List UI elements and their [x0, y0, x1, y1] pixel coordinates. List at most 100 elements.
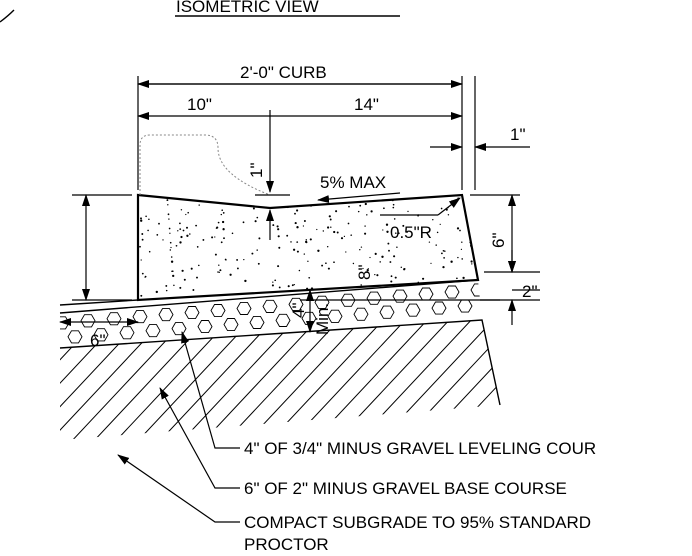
concrete-dot	[220, 213, 222, 216]
callout-leader-1	[181, 331, 240, 449]
hatch-line	[75, 320, 227, 440]
gravel-hexagon	[67, 330, 83, 344]
concrete-dot	[383, 207, 385, 210]
hatch-line	[604, 300, 692, 460]
concrete-dot	[244, 279, 247, 283]
concrete-dot	[257, 262, 260, 265]
concrete-dot	[444, 250, 446, 252]
concrete-dot	[364, 225, 366, 227]
gravel-hexagon	[275, 313, 291, 327]
concrete-dot	[182, 229, 185, 232]
concrete-dot	[374, 252, 377, 255]
concrete-dot	[186, 234, 189, 237]
dim-right-height: 6"	[489, 233, 508, 249]
concrete-dot	[186, 226, 188, 229]
concrete-dot	[240, 200, 243, 202]
concrete-curb	[136, 193, 480, 302]
concrete-dot	[272, 224, 275, 227]
concrete-dot	[309, 238, 312, 241]
concrete-dot	[271, 284, 274, 287]
concrete-dot	[173, 284, 175, 287]
concrete-dot	[322, 230, 324, 232]
dim-base-depth: 6"	[90, 331, 106, 350]
concrete-dot	[170, 246, 172, 249]
callout-leveling-course: 4" OF 3/4" MINUS GRAVEL LEVELING COUR	[244, 439, 596, 458]
concrete-dot	[403, 268, 406, 271]
dim-curb-width: 2'-0" CURB	[240, 63, 327, 82]
concrete-dot	[366, 290, 368, 292]
dim-vertical-drop: 1"	[247, 163, 266, 179]
concrete-dot	[463, 286, 466, 289]
concrete-dot	[141, 238, 144, 241]
hatch-line	[60, 320, 73, 440]
concrete-dot	[187, 211, 189, 214]
concrete-dot	[175, 244, 178, 247]
concrete-dot	[393, 255, 396, 258]
concrete-dot	[392, 206, 395, 209]
concrete-dot	[350, 234, 352, 236]
callout-leader-3	[117, 454, 240, 523]
concrete-dot	[168, 218, 170, 220]
concrete-dot	[256, 216, 259, 219]
concrete-dot	[403, 296, 405, 298]
concrete-dot	[471, 263, 473, 265]
concrete-dot	[336, 231, 339, 234]
concrete-dot	[166, 199, 169, 202]
concrete-dot	[430, 262, 432, 264]
concrete-dot	[327, 267, 330, 270]
concrete-dot	[221, 220, 225, 224]
concrete-dot	[296, 241, 299, 243]
gravel-hexagon	[60, 316, 70, 330]
concrete-dot	[139, 245, 141, 248]
concrete-dot	[340, 237, 344, 240]
concrete-dot	[180, 235, 183, 239]
concrete-dot	[325, 262, 327, 265]
concrete-dot	[436, 231, 439, 234]
radius-label: 0.5"R	[390, 223, 432, 242]
concrete-dot	[391, 289, 394, 292]
concrete-dot	[231, 232, 234, 235]
concrete-dot	[256, 249, 258, 251]
concrete-dot	[198, 204, 200, 206]
concrete-dot	[180, 209, 183, 211]
concrete-dot	[333, 230, 336, 234]
gravel-hexagon	[288, 297, 304, 311]
concrete-dot	[450, 260, 453, 263]
gravel-hexagon	[93, 328, 109, 342]
concrete-dot	[436, 291, 438, 294]
concrete-dot	[398, 232, 400, 235]
concrete-dot	[140, 217, 142, 220]
hatch-line	[60, 320, 95, 440]
concrete-dot	[229, 273, 232, 276]
concrete-dot	[326, 245, 329, 248]
concrete-dot	[305, 239, 308, 241]
gravel-hexagon	[80, 314, 96, 328]
concrete-dot	[462, 276, 465, 280]
hatch-line	[60, 320, 183, 440]
hatch-line	[516, 300, 666, 460]
concrete-dot	[195, 224, 197, 227]
concrete-dot	[316, 228, 318, 231]
concrete-dot	[292, 248, 296, 251]
concrete-dot	[258, 237, 261, 240]
hatch-line	[427, 320, 500, 440]
concrete-dot	[172, 274, 175, 278]
hatch-line	[60, 320, 139, 440]
gravel-hexagon	[132, 310, 148, 324]
concrete-stipple	[139, 197, 476, 298]
concrete-dot	[251, 252, 254, 255]
hatch-line	[97, 320, 249, 440]
concrete-dot	[236, 267, 239, 270]
gravel-hexagon	[314, 295, 330, 309]
concrete-dot	[242, 221, 245, 224]
callout-base-course: 6" OF 2" MINUS GRAVEL BASE COURSE	[244, 479, 567, 498]
concrete-dot	[463, 289, 466, 292]
hatch-line	[119, 320, 271, 440]
hatch-line	[493, 320, 500, 440]
concrete-dot	[190, 267, 193, 270]
hatch-line	[141, 320, 293, 440]
concrete-dot	[442, 265, 445, 269]
dim-left-width: 10"	[187, 95, 212, 114]
concrete-dot	[158, 222, 160, 225]
concrete-dot	[286, 234, 289, 237]
